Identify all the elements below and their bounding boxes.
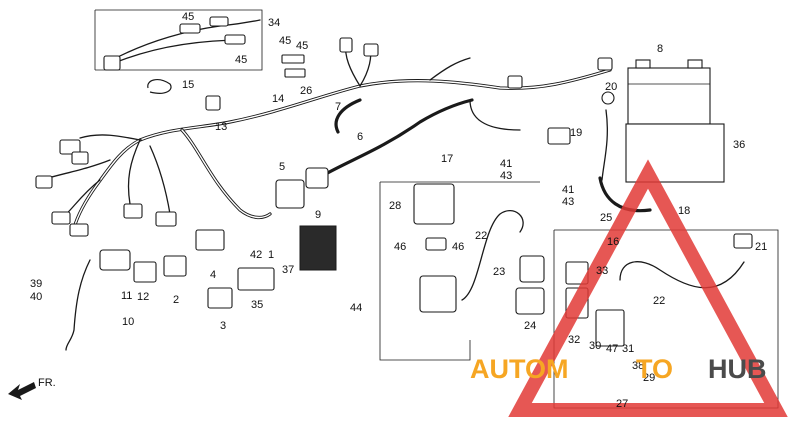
callout-7: 7 (335, 101, 341, 113)
callout-6: 6 (357, 131, 363, 143)
callout-29: 29 (643, 372, 655, 384)
battery (627, 59, 711, 125)
left-connectors (35, 37, 613, 237)
cap-6 (305, 167, 329, 189)
sub-harness-box (94, 9, 263, 71)
callout-32: 32 (568, 334, 580, 346)
relay-4 (195, 229, 225, 251)
cap-19 (547, 127, 571, 145)
callout-15: 15 (182, 79, 194, 91)
main-harness (47, 43, 612, 230)
callout-45d: 45 (296, 40, 308, 52)
callout-45c: 45 (279, 35, 291, 47)
direction-arrow (8, 382, 36, 400)
callout-26: 26 (300, 85, 312, 97)
callout-8: 8 (657, 43, 663, 55)
wire-10 (65, 259, 91, 351)
callout-5: 5 (279, 161, 285, 173)
callout-43b: 43 (562, 196, 574, 208)
callout-11: 11 (121, 290, 132, 302)
callout-4: 4 (210, 269, 216, 281)
callout-labels: 45 34 45 45 45 15 26 14 13 7 6 8 20 36 1… (30, 11, 767, 410)
relay-23 (519, 255, 545, 283)
callout-28: 28 (389, 200, 401, 212)
watermark-part1: AUTOM (470, 354, 569, 384)
relay-35 (237, 267, 275, 291)
coil-5 (275, 179, 305, 209)
part-21 (733, 233, 753, 249)
callout-18: 18 (678, 205, 690, 217)
callout-37: 37 (282, 264, 294, 276)
callout-3: 3 (220, 320, 226, 332)
callout-33: 33 (596, 265, 608, 277)
callout-36: 36 (733, 139, 745, 151)
callout-25: 25 (600, 212, 612, 224)
box-17 (379, 182, 471, 361)
callout-21: 21 (755, 241, 767, 253)
callout-38: 38 (632, 360, 644, 372)
callout-44: 44 (350, 302, 362, 314)
callout-45a: 45 (182, 11, 194, 23)
relay-24 (515, 287, 545, 315)
callout-24: 24 (524, 320, 536, 332)
callout-14: 14 (272, 93, 284, 105)
callout-12: 12 (137, 291, 149, 303)
callout-30: 30 (589, 340, 601, 352)
callout-22b: 22 (653, 295, 665, 307)
callout-40: 40 (30, 291, 42, 303)
relay-28 (413, 183, 455, 225)
callout-2: 2 (173, 294, 179, 306)
callout-9: 9 (315, 209, 321, 221)
unit-17 (419, 275, 457, 313)
callout-23: 23 (493, 266, 505, 278)
callout-10: 10 (122, 316, 134, 328)
callout-42: 42 (250, 249, 262, 261)
callout-19: 19 (570, 127, 582, 139)
fuse-parts (281, 54, 306, 78)
callout-41a: 41 (500, 158, 512, 170)
callout-34: 34 (268, 17, 280, 29)
callout-46b: 46 (452, 241, 464, 253)
watermark-text: AUTOM TO HUB (470, 354, 767, 384)
callout-46a: 46 (394, 241, 406, 253)
callout-27: 27 (616, 398, 628, 410)
callout-13: 13 (215, 121, 227, 133)
direction-label: FR. (38, 377, 56, 389)
callout-16: 16 (607, 236, 619, 248)
callout-17: 17 (441, 153, 453, 165)
fuse-46 (425, 237, 447, 251)
callout-35: 35 (251, 299, 263, 311)
callout-31: 31 (622, 343, 634, 355)
regulator-9 (299, 225, 337, 271)
switch-11 (99, 249, 131, 271)
relay-3 (207, 287, 233, 309)
callout-39: 39 (30, 278, 42, 290)
callout-43a: 43 (500, 170, 512, 182)
watermark-triangle (508, 159, 788, 417)
hose-7 (334, 98, 362, 134)
callout-47: 47 (606, 343, 618, 355)
callout-41b: 41 (562, 184, 574, 196)
cable-20 (601, 109, 608, 181)
relay-2 (163, 255, 187, 277)
wire-6 (320, 98, 474, 178)
switch-12 (133, 261, 157, 283)
callout-22a: 22 (475, 230, 487, 242)
callout-1: 1 (268, 249, 274, 261)
callout-45b: 45 (235, 54, 247, 66)
watermark-part3: HUB (708, 354, 767, 384)
cable-25 (598, 176, 652, 213)
callout-20: 20 (605, 81, 617, 93)
watermark-part2: TO (636, 354, 673, 384)
clamp-15 (147, 79, 172, 94)
part-27 (595, 309, 625, 347)
